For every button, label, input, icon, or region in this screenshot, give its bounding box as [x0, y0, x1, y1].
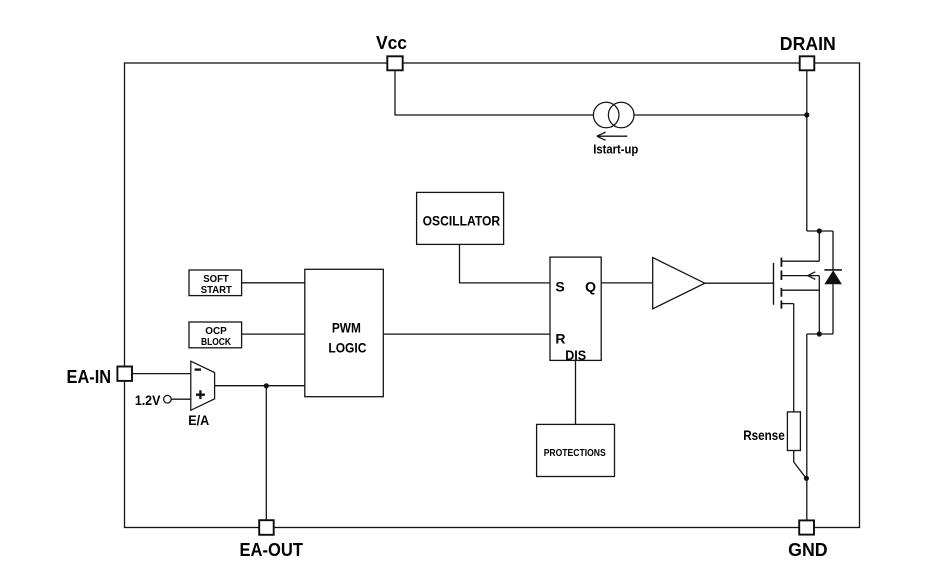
svg-text:DRAIN: DRAIN: [780, 34, 836, 54]
svg-text:1.2V: 1.2V: [135, 392, 161, 408]
svg-text:PWM: PWM: [332, 319, 361, 335]
svg-text:SOFT: SOFT: [203, 274, 229, 285]
svg-text:OSCILLATOR: OSCILLATOR: [423, 212, 501, 228]
svg-text:GND: GND: [788, 540, 828, 560]
svg-text:S: S: [555, 279, 564, 295]
svg-text:START: START: [201, 285, 232, 296]
svg-text:PROTECTIONS: PROTECTIONS: [544, 448, 606, 459]
svg-text:DIS: DIS: [565, 347, 586, 363]
svg-text:Istart-up: Istart-up: [593, 143, 638, 157]
svg-text:R: R: [555, 331, 565, 347]
svg-text:LOGIC: LOGIC: [328, 340, 366, 356]
svg-text:BLOCK: BLOCK: [201, 337, 232, 348]
svg-text:EA-OUT: EA-OUT: [239, 540, 303, 560]
svg-text:E/A: E/A: [188, 412, 209, 428]
svg-text:Vcc: Vcc: [376, 33, 407, 53]
svg-text:Q: Q: [585, 278, 596, 294]
svg-text:OCP: OCP: [205, 326, 227, 337]
svg-text:EA-IN: EA-IN: [67, 367, 112, 387]
svg-text:Rsense: Rsense: [743, 427, 785, 443]
